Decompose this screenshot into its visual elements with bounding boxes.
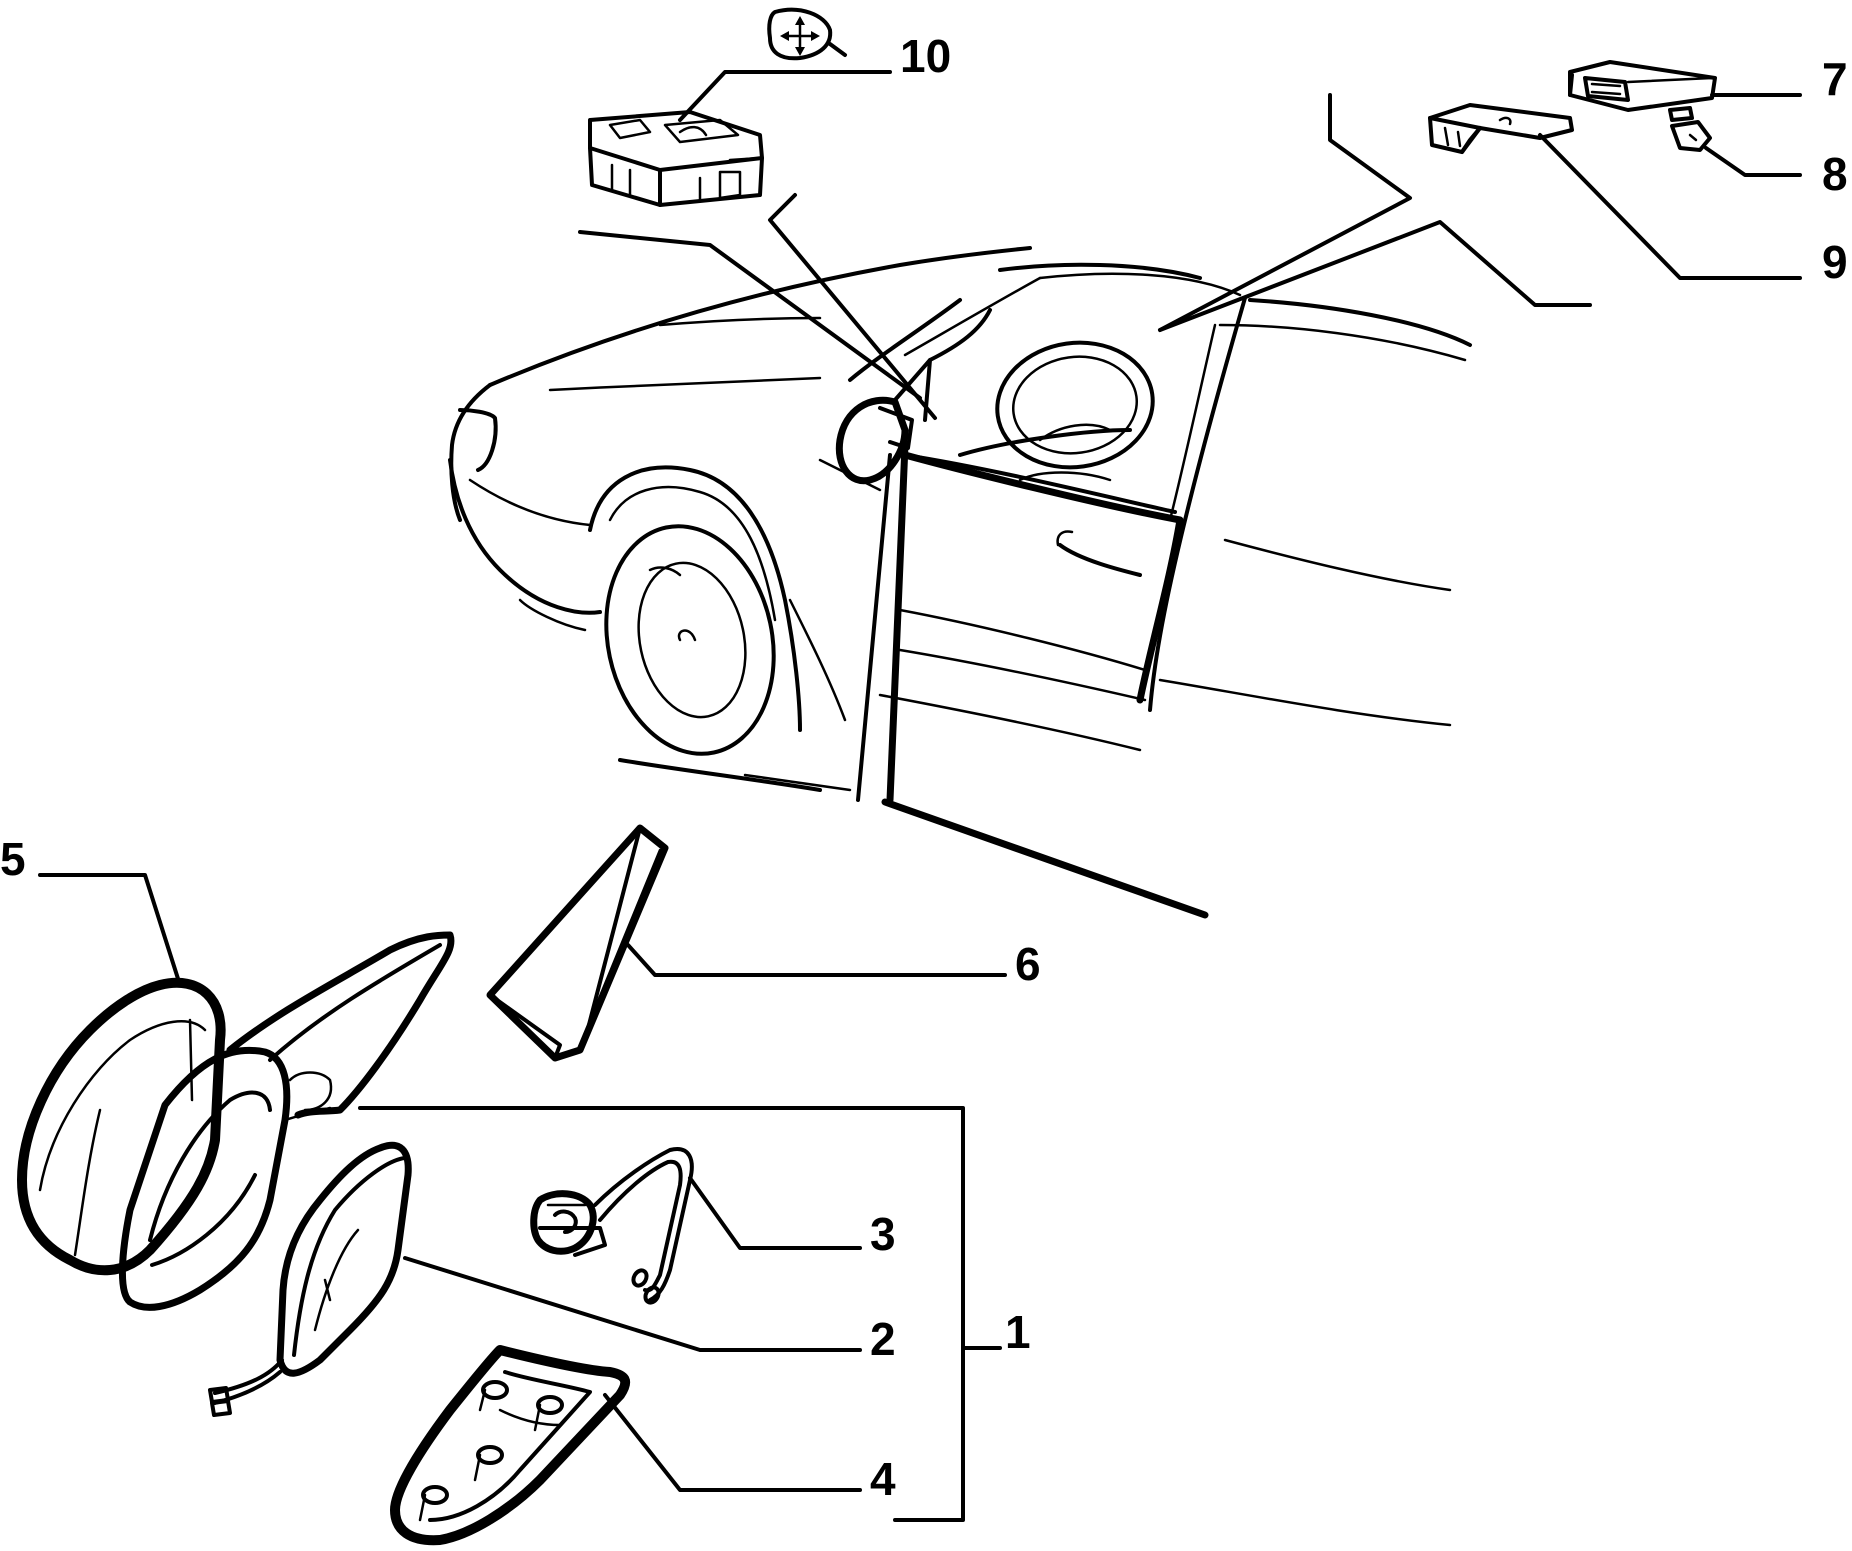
leader-3 — [688, 1176, 862, 1250]
callout-9: 9 — [1822, 236, 1848, 288]
leader-9 — [1538, 133, 1802, 280]
mirror-adjust-arrows-icon — [767, 7, 847, 61]
leader-4 — [603, 1393, 862, 1492]
callout-3: 3 — [870, 1208, 896, 1260]
callout-4: 4 — [870, 1453, 896, 1505]
part-5-mirror-cover — [17, 977, 226, 1276]
callout-10: 10 — [900, 30, 951, 82]
part-9-bracket — [1428, 103, 1574, 154]
car-body-outline — [448, 246, 1472, 919]
leader-8 — [1704, 146, 1802, 177]
part-3-mirror-motor — [530, 1147, 694, 1305]
leader-2 — [403, 1256, 862, 1352]
callout-6: 6 — [1015, 938, 1041, 990]
part-7-control-unit — [1568, 60, 1717, 112]
front-wheel — [604, 524, 776, 756]
part-1-mirror-housing — [119, 931, 455, 1311]
callout-1: 1 — [1005, 1306, 1031, 1358]
leader-6 — [626, 943, 1007, 977]
leader-1 — [358, 1106, 965, 1522]
part-10-mirror-switch — [588, 110, 764, 207]
front-door — [901, 451, 1184, 704]
door-handle — [1058, 543, 1142, 577]
part-4-mirror-base — [390, 1345, 631, 1546]
part-2-mirror-glass — [208, 1141, 412, 1417]
leader-5 — [38, 873, 182, 987]
rocker-sill — [881, 798, 1209, 919]
callout-8: 8 — [1822, 148, 1848, 200]
steering-wheel — [995, 340, 1155, 470]
leader-lines — [578, 93, 1592, 420]
part-6-triangle-trim — [486, 824, 669, 1062]
callout-2: 2 — [870, 1313, 896, 1365]
callout-5: 5 — [0, 833, 26, 885]
part-8-clip — [1668, 106, 1712, 152]
leader-10 — [678, 70, 892, 122]
callout-7: 7 — [1822, 53, 1848, 105]
